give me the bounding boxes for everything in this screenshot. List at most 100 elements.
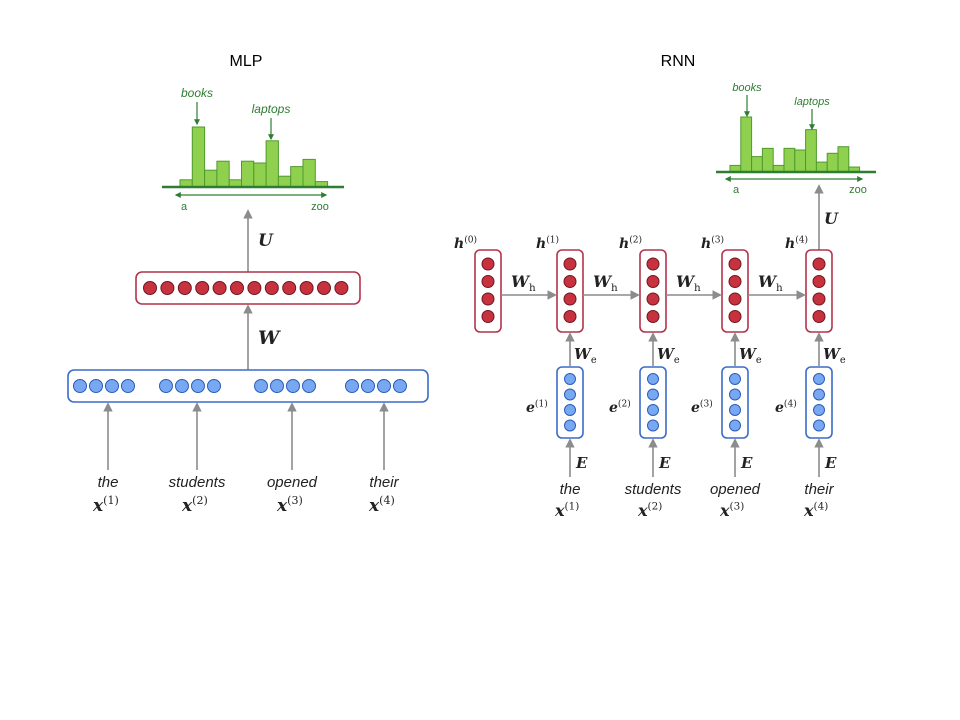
rnn-input-word: the xyxy=(560,481,581,498)
rnn-hidden-neuron xyxy=(812,275,826,288)
mlp-input-neuron xyxy=(175,379,189,393)
rnn-we-label: We xyxy=(823,345,846,366)
rnn-hist-bar xyxy=(751,156,763,173)
mlp-input-neuron xyxy=(89,379,103,393)
rnn-hist-bar xyxy=(826,152,839,173)
rnn-we-label: We xyxy=(657,345,680,366)
mlp-input-neuron xyxy=(121,379,135,393)
mlp-input-dots xyxy=(73,379,407,393)
mlp-hidden-neuron xyxy=(264,281,279,295)
mlp-input-word: opened xyxy=(267,474,318,491)
mlp-input-neuron xyxy=(377,379,391,393)
mlp-label-laptops: laptops xyxy=(252,102,291,116)
mlp-input-word: their xyxy=(369,474,399,491)
mlp-hist-bar xyxy=(302,158,316,188)
rnn-embedding-neuron xyxy=(813,404,825,416)
rnn-u-label: U xyxy=(824,209,839,228)
rnn-embedding xyxy=(639,366,667,439)
mlp-hist-bar xyxy=(191,126,206,188)
rnn-hidden-state xyxy=(805,249,833,333)
rnn-wh-label: Wh xyxy=(676,272,701,294)
rnn-input-word: opened xyxy=(710,481,761,498)
rnn-hidden-state xyxy=(721,249,749,333)
mlp-input-neuron xyxy=(393,379,407,393)
rnn-embedding xyxy=(556,366,584,439)
rnn-hidden-neuron xyxy=(812,257,826,271)
rnn-hidden-neuron xyxy=(563,257,577,271)
rnn-e-label: E xyxy=(824,454,837,472)
rnn-embedding-label: e(4) xyxy=(775,398,797,416)
rnn-embedding-label: e(2) xyxy=(609,398,631,416)
mlp-input-word: students xyxy=(169,474,226,491)
rnn-hidden-neuron xyxy=(646,292,660,306)
mlp-u-label: U xyxy=(258,231,274,251)
rnn-we-label: We xyxy=(739,345,762,366)
rnn-embedding-neuron xyxy=(813,388,825,401)
mlp-input-neuron xyxy=(191,379,205,393)
rnn-hidden-neuron xyxy=(563,275,577,288)
rnn-embedding-label: e(3) xyxy=(691,398,713,416)
rnn-hidden-neuron xyxy=(481,310,495,323)
rnn-embedding-neuron xyxy=(729,388,741,401)
mlp-hist-bar xyxy=(253,162,267,188)
rnn-hidden-neuron xyxy=(728,310,742,323)
rnn-input-word: students xyxy=(625,481,682,498)
rnn-hist-bar xyxy=(783,147,796,173)
rnn-embedding-neuron xyxy=(647,388,659,401)
rnn-embedding-neuron xyxy=(647,404,659,416)
mlp-input-neuron xyxy=(286,379,300,393)
mlp-diagram: a zoo books laptops U W thex(1)studentsx… xyxy=(67,86,429,516)
rnn-axis-start-label: a xyxy=(733,184,740,196)
rnn-axis-end-label: zoo xyxy=(849,184,867,196)
mlp-hidden-dots xyxy=(143,281,349,295)
mlp-hist-bar xyxy=(204,169,218,188)
mlp-hidden-neuron xyxy=(143,281,157,295)
rnn-wh-label: Wh xyxy=(511,272,536,294)
mlp-hidden-neuron xyxy=(177,281,192,295)
mlp-input-vector: x(2) xyxy=(181,494,208,516)
rnn-embedding-neuron xyxy=(729,373,741,385)
rnn-hidden-neuron xyxy=(481,257,495,271)
mlp-hidden-neuron xyxy=(282,281,297,295)
mlp-histogram xyxy=(179,126,329,188)
rnn-embedding-neuron xyxy=(647,373,659,385)
rnn-label-laptops: laptops xyxy=(794,96,830,108)
rnn-embedding-neuron xyxy=(564,373,576,385)
rnn-e-label: E xyxy=(658,454,671,472)
rnn-hist-bar xyxy=(815,161,828,173)
rnn-hist-bar xyxy=(805,129,817,173)
rnn-e-label: E xyxy=(575,454,588,472)
mlp-input-neuron xyxy=(345,379,359,393)
mlp-hidden-neuron xyxy=(160,281,175,295)
mlp-axis-start-label: a xyxy=(181,201,188,213)
rnn-input-word: their xyxy=(804,481,834,498)
rnn-hidden-neuron xyxy=(481,292,495,306)
rnn-hidden-neuron xyxy=(563,310,577,323)
rnn-input-vector: x(3) xyxy=(719,501,744,520)
mlp-input-neuron xyxy=(302,379,316,393)
rnn-hidden-state xyxy=(639,249,667,333)
mlp-input-neuron xyxy=(159,379,173,393)
rnn-e-label: E xyxy=(740,454,753,472)
mlp-hist-bar xyxy=(277,175,292,188)
mlp-hidden-neuron xyxy=(317,281,331,295)
mlp-input-vector: x(1) xyxy=(92,494,119,516)
rnn-hidden-neuron xyxy=(481,275,495,288)
rnn-embedding xyxy=(805,366,833,439)
mlp-hidden-neuron xyxy=(230,281,244,295)
rnn-hist-bar xyxy=(837,146,850,173)
rnn-hist-bar xyxy=(761,147,774,173)
mlp-axis-end-label: zoo xyxy=(311,201,329,213)
mlp-hidden-neuron xyxy=(195,281,210,295)
mlp-label-books: books xyxy=(181,86,213,100)
rnn-wh-label: Wh xyxy=(593,272,618,294)
mlp-hist-bar xyxy=(265,140,279,188)
rnn-diagram: a zoo books laptops U h(0)h(1)h(2)h(3)h(… xyxy=(454,82,876,520)
rnn-embedding-neuron xyxy=(813,419,825,432)
rnn-embedding-neuron xyxy=(729,404,741,416)
rnn-hidden-neuron xyxy=(646,310,660,323)
rnn-embedding-neuron xyxy=(813,373,825,385)
mlp-hist-bar xyxy=(216,160,230,188)
